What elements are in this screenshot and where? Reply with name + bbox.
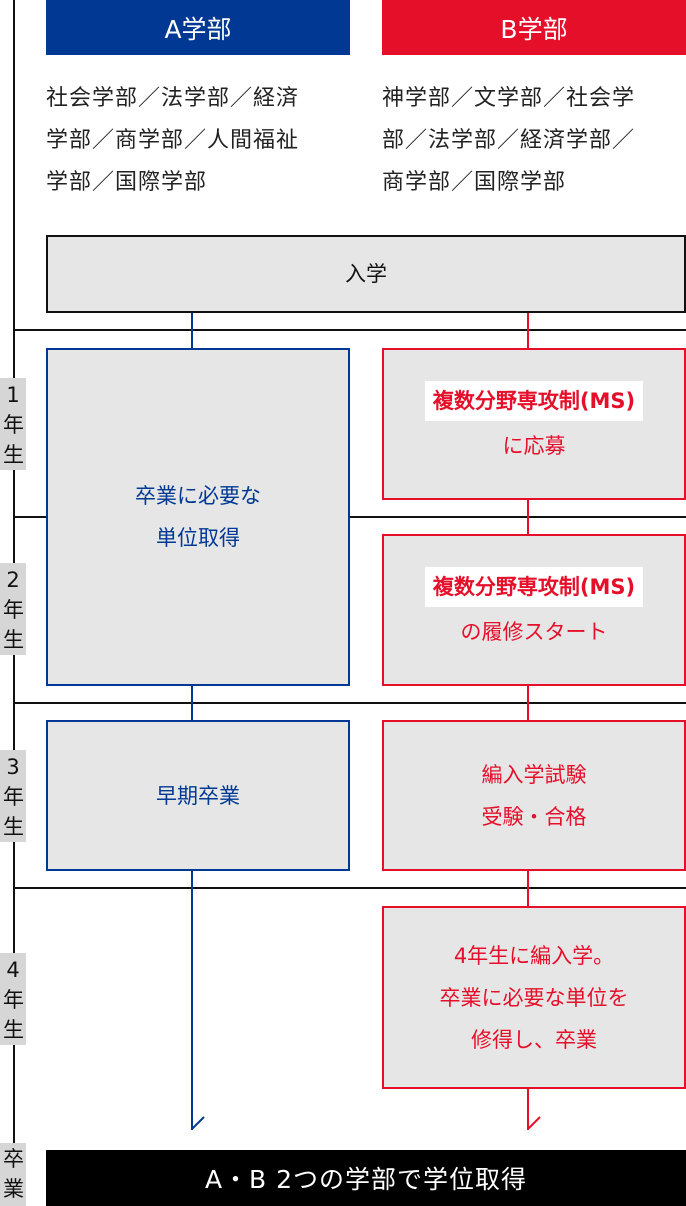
year-1: 1年生: [0, 378, 26, 470]
divider: [14, 702, 686, 704]
faculty-a-header: A学部: [46, 0, 350, 55]
ms-highlight: 複数分野専攻制(MS): [424, 381, 644, 421]
divider: [14, 887, 686, 889]
graduation-label: 卒業: [0, 1143, 26, 1206]
text: 単位取得: [156, 526, 240, 550]
text: 3年生: [3, 755, 24, 839]
text: 卒業に必要な: [135, 484, 261, 508]
text: 卒業: [3, 1147, 24, 1201]
text: 商学部／国際学部: [382, 170, 567, 195]
faculty-b-list: 神学部／文学部／社会学部／法学部／経済学部／ 商学部／国際学部: [382, 78, 686, 204]
text: 受験・合格: [481, 804, 587, 829]
text: 4年生に編入学。: [453, 943, 615, 968]
text: に応募: [502, 434, 566, 458]
faculty-b-header: B学部: [382, 0, 686, 55]
b-step-transfer: 4年生に編入学。卒業に必要な単位を修得し、卒業: [382, 906, 686, 1089]
result-text: A・B 2つの学部で学位取得: [204, 1165, 528, 1194]
text: 4年生: [3, 958, 24, 1042]
b-step-apply: 複数分野専攻制(MS) に応募: [382, 348, 686, 500]
divider: [14, 516, 686, 518]
text: 神学部／文学部／社会学: [382, 86, 636, 111]
text: 学部／国際学部: [46, 170, 208, 195]
text: 編入学試験: [481, 762, 587, 787]
year-3: 3年生: [0, 750, 26, 842]
a-arrow-icon: [191, 1116, 205, 1130]
text: 2年生: [3, 568, 24, 652]
faculty-a-list: 社会学部／法学部／経済学部／商学部／人間福祉学部／国際学部: [46, 78, 350, 204]
text: 社会学部／法学部／経済: [46, 86, 300, 111]
text: の履修スタート: [460, 620, 608, 644]
a-step-credits: 卒業に必要な単位取得: [46, 348, 350, 686]
b-arrow-icon: [527, 1116, 541, 1130]
text: 部／法学部／経済学部／: [382, 128, 636, 153]
year-2: 2年生: [0, 563, 26, 655]
admission-label: 入学: [345, 262, 387, 286]
b-step-exam: 編入学試験受験・合格: [382, 720, 686, 871]
text: 早期卒業: [156, 783, 240, 808]
b-step-start: 複数分野専攻制(MS) の履修スタート: [382, 534, 686, 686]
text: 1年生: [3, 383, 24, 467]
admission-box: 入学: [46, 235, 686, 313]
year-4: 4年生: [0, 953, 26, 1045]
text: 学部／商学部／人間福祉: [46, 128, 300, 153]
text: 卒業に必要な単位を: [439, 985, 629, 1010]
text: 修得し、卒業: [471, 1027, 597, 1052]
ms-highlight: 複数分野専攻制(MS): [424, 567, 644, 607]
divider: [14, 329, 686, 331]
a-step-early-graduation: 早期卒業: [46, 720, 350, 871]
result-bar: A・B 2つの学部で学位取得: [46, 1150, 686, 1206]
